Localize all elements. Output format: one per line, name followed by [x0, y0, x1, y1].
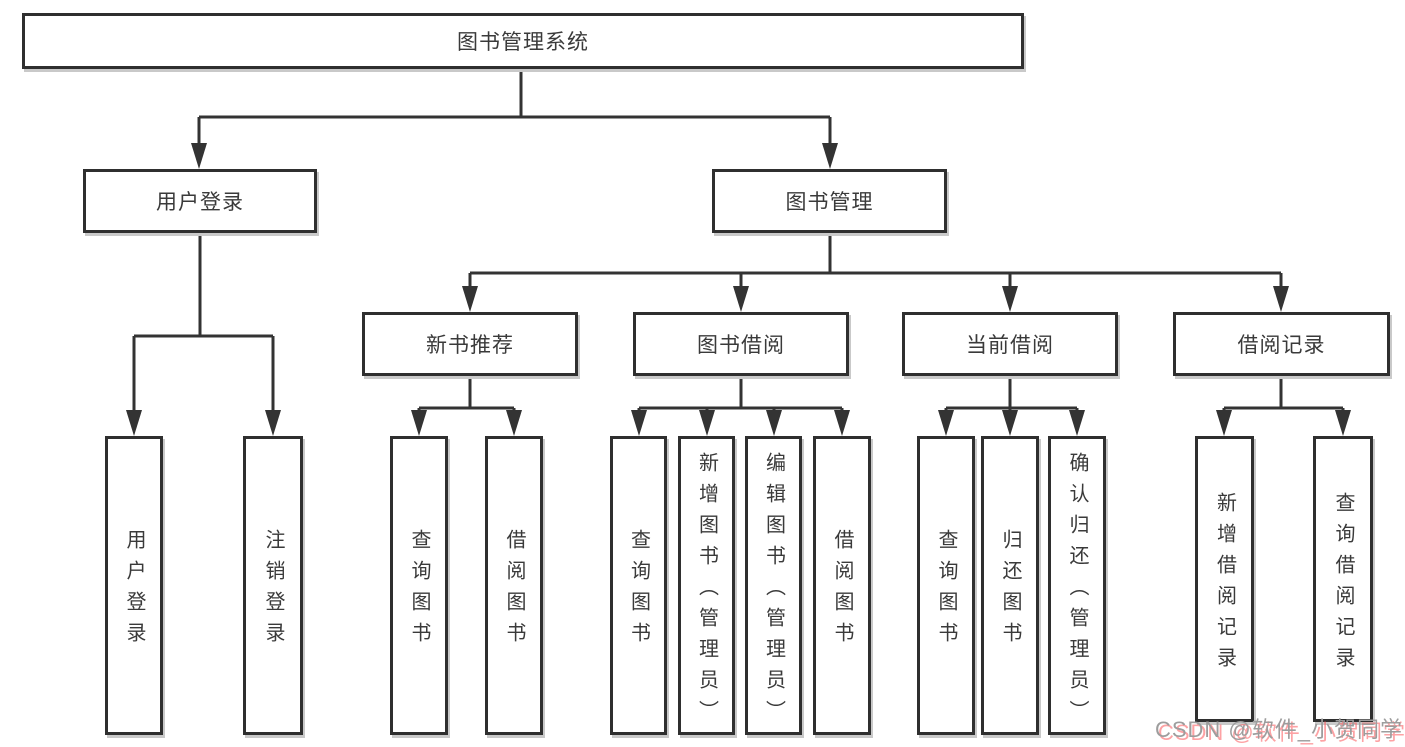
- csdn-watermark: CSDN @软件_小贺同学: [1154, 717, 1403, 742]
- arrowhead-icon: [1069, 410, 1085, 436]
- arrowhead-icon: [834, 410, 850, 436]
- arrowhead-icon: [699, 410, 715, 436]
- leaf-query-books-recommend: 查询图书: [390, 436, 448, 735]
- arrowhead-icon: [462, 286, 478, 312]
- node-current-borrowing: 当前借阅: [902, 312, 1118, 376]
- leaf-user-login: 用户登录: [105, 436, 163, 735]
- connector-current-to-leaves: [944, 376, 1079, 414]
- connector-root-to-level2: [197, 69, 832, 145]
- leaf-label: 新增借阅记录: [1213, 491, 1236, 678]
- node-label: 借阅记录: [1237, 334, 1326, 357]
- node-borrowing-records: 借阅记录: [1173, 312, 1390, 376]
- leaf-label: 注销登录: [262, 529, 284, 653]
- leaf-label: 编辑图书（管理员）: [762, 451, 785, 731]
- arrowhead-icon: [1002, 286, 1018, 312]
- connector-userlogin-to-leaves: [132, 233, 275, 412]
- arrowhead-icon: [191, 143, 207, 169]
- leaf-add-borrow-record: 新增借阅记录: [1195, 436, 1254, 722]
- leaf-label: 查询图书: [408, 529, 430, 653]
- leaf-label: 查询借阅记录: [1332, 491, 1354, 678]
- arrowhead-icon: [1273, 286, 1289, 312]
- leaf-label: 借阅图书: [831, 529, 853, 653]
- node-book-borrowing: 图书借阅: [633, 312, 849, 376]
- leaf-label: 查询图书: [935, 529, 957, 653]
- node-label: 新书推荐: [426, 334, 514, 357]
- node-label: 图书借阅: [697, 334, 785, 357]
- arrowhead-icon: [822, 143, 838, 169]
- connector-lines: [132, 69, 1345, 414]
- node-label: 图书管理: [785, 191, 874, 214]
- arrowhead-icon: [733, 286, 749, 312]
- leaf-label: 确认归还（管理员）: [1066, 451, 1088, 731]
- node-label: 当前借阅: [966, 334, 1054, 357]
- arrowhead-icon: [506, 410, 522, 436]
- arrowhead-icon: [411, 410, 427, 436]
- connector-borrow-to-leaves: [637, 376, 844, 414]
- connector-newbooks-to-leaves: [417, 376, 516, 414]
- node-root-library-system: 图书管理系统: [22, 13, 1024, 69]
- arrowheads: [126, 143, 1351, 436]
- leaf-borrow-books-recommend: 借阅图书: [485, 436, 543, 735]
- node-label: 图书管理系统: [457, 31, 589, 54]
- node-user-login: 用户登录: [83, 169, 317, 233]
- arrowhead-icon: [766, 410, 782, 436]
- arrowhead-icon: [126, 410, 142, 436]
- leaf-query-borrow-record: 查询借阅记录: [1313, 436, 1373, 722]
- connector-bookmgmt-to-level3: [468, 233, 1283, 288]
- arrowhead-icon: [1002, 410, 1018, 436]
- node-book-management: 图书管理: [712, 169, 947, 233]
- arrowhead-icon: [1216, 410, 1232, 436]
- node-label: 用户登录: [156, 191, 244, 214]
- node-new-book-recommend: 新书推荐: [362, 312, 578, 376]
- arrowhead-icon: [265, 410, 281, 436]
- leaf-label: 归还图书: [999, 529, 1021, 653]
- leaf-label: 查询图书: [627, 529, 650, 653]
- leaf-label: 新增图书（管理员）: [695, 451, 718, 731]
- leaf-label: 用户登录: [123, 529, 145, 653]
- arrowhead-icon: [938, 410, 954, 436]
- leaf-add-books-admin: 新增图书（管理员）: [678, 436, 735, 735]
- leaf-query-books-current: 查询图书: [917, 436, 975, 735]
- leaf-confirm-return-admin: 确认归还（管理员）: [1048, 436, 1106, 735]
- leaf-logout: 注销登录: [243, 436, 303, 735]
- leaf-borrow-books: 借阅图书: [813, 436, 871, 735]
- leaf-label: 借阅图书: [503, 529, 525, 653]
- leaf-return-books: 归还图书: [981, 436, 1039, 735]
- arrowhead-icon: [631, 410, 647, 436]
- leaf-edit-books-admin: 编辑图书（管理员）: [745, 436, 802, 735]
- connector-records-to-leaves: [1222, 376, 1345, 414]
- arrowhead-icon: [1335, 410, 1351, 436]
- leaf-query-books-borrow: 查询图书: [610, 436, 667, 735]
